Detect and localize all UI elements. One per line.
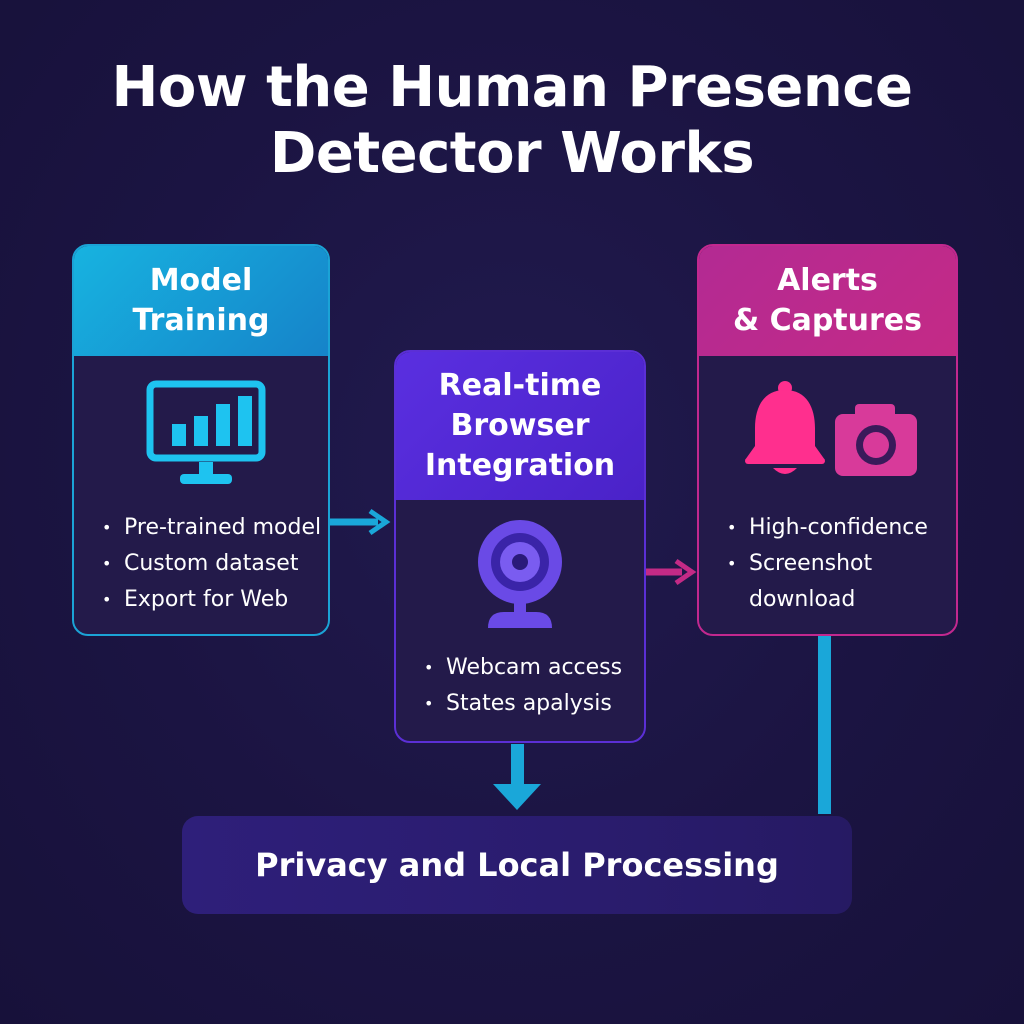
list-item: Custom dataset xyxy=(102,546,321,582)
list-item: download xyxy=(749,587,856,612)
heading-line: Real-time xyxy=(438,368,602,403)
alerts-captures-bullets: High-confidence Screenshot download xyxy=(727,510,928,618)
card-browser-integration-body: Webcam access States apalysis xyxy=(396,500,644,741)
monitor-chart-icon xyxy=(146,380,266,484)
list-item: Pre-trained model xyxy=(102,510,321,546)
list-item: Webcam access xyxy=(424,650,622,686)
list-item: Export for Web xyxy=(102,582,321,618)
card-model-training-heading: Model Training xyxy=(74,246,328,356)
title-line-1: How the Human Presence xyxy=(111,55,913,120)
camera-icon xyxy=(835,404,917,476)
browser-integration-bullets: Webcam access States apalysis xyxy=(424,650,622,722)
card-alerts-captures: Alerts & Captures High-confidence Screen… xyxy=(697,244,958,636)
card-model-training: Model Training Pre-trained model Custom … xyxy=(72,244,330,636)
card-browser-integration-heading: Real-time Browser Integration xyxy=(396,352,644,500)
model-training-bullets: Pre-trained model Custom dataset Export … xyxy=(102,510,321,618)
bell-icon xyxy=(745,381,825,474)
list-item: Screenshot xyxy=(727,546,928,582)
heading-line: Browser xyxy=(450,408,590,443)
webcam-icon xyxy=(478,520,562,628)
heading-line: & Captures xyxy=(732,303,923,338)
card-model-training-body: Pre-trained model Custom dataset Export … xyxy=(74,356,328,634)
card-alerts-captures-body: High-confidence Screenshot download xyxy=(699,356,956,634)
list-item: High-confidence xyxy=(727,510,928,546)
heading-line: Alerts xyxy=(777,263,878,298)
card-alerts-captures-heading: Alerts & Captures xyxy=(699,246,956,356)
list-item: States apalysis xyxy=(424,686,622,722)
heading-line: Training xyxy=(132,303,270,338)
page-title: How the Human Presence Detector Works xyxy=(0,55,1024,187)
heading-line: Model xyxy=(149,263,253,298)
heading-line: Integration xyxy=(424,448,616,483)
privacy-local-processing-box: Privacy and Local Processing xyxy=(182,816,852,914)
privacy-label: Privacy and Local Processing xyxy=(255,846,779,884)
title-line-2: Detector Works xyxy=(269,121,755,186)
card-browser-integration: Real-time Browser Integration Webcam acc… xyxy=(394,350,646,743)
